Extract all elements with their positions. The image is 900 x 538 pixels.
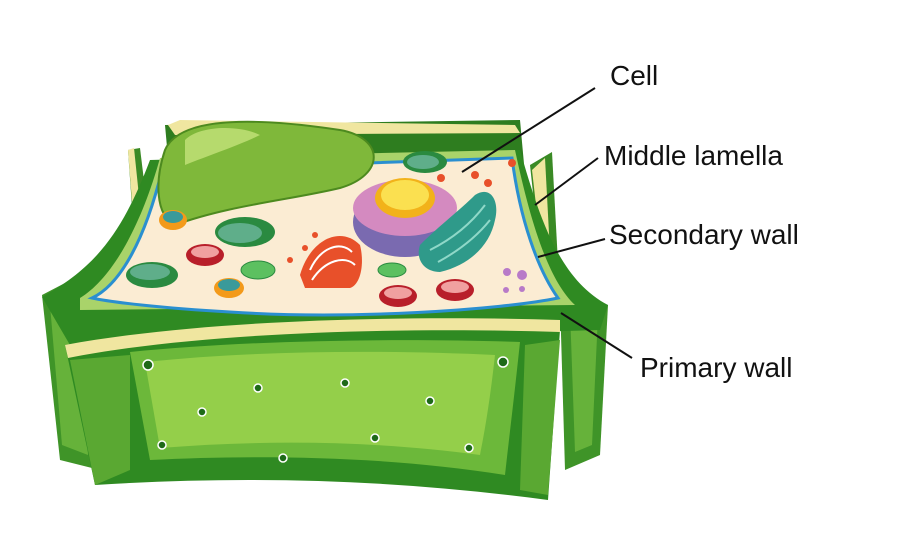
secondary-wall-leader-line (537, 238, 606, 258)
cell-leader-line (461, 87, 596, 173)
label-secondary-wall: Secondary wall (609, 219, 799, 250)
vesicles (437, 159, 527, 293)
endoplasmic-reticulum (418, 191, 497, 272)
label-primary-wall: Primary wall (640, 352, 793, 383)
golgi-apparatus (287, 232, 362, 288)
vacuole (157, 120, 375, 227)
plasmodesmata-pits (142, 356, 509, 463)
chloroplasts (126, 151, 447, 288)
primary-wall-leader-line (560, 312, 633, 359)
amyloplasts (159, 210, 244, 298)
label-cell: Cell (610, 60, 659, 91)
mitochondria (186, 244, 474, 307)
front-wall (65, 318, 560, 500)
leader-lines (461, 87, 633, 359)
label-middle-lamella: Middle lamella (604, 140, 783, 171)
middle-lamella-leader-line (534, 157, 599, 206)
